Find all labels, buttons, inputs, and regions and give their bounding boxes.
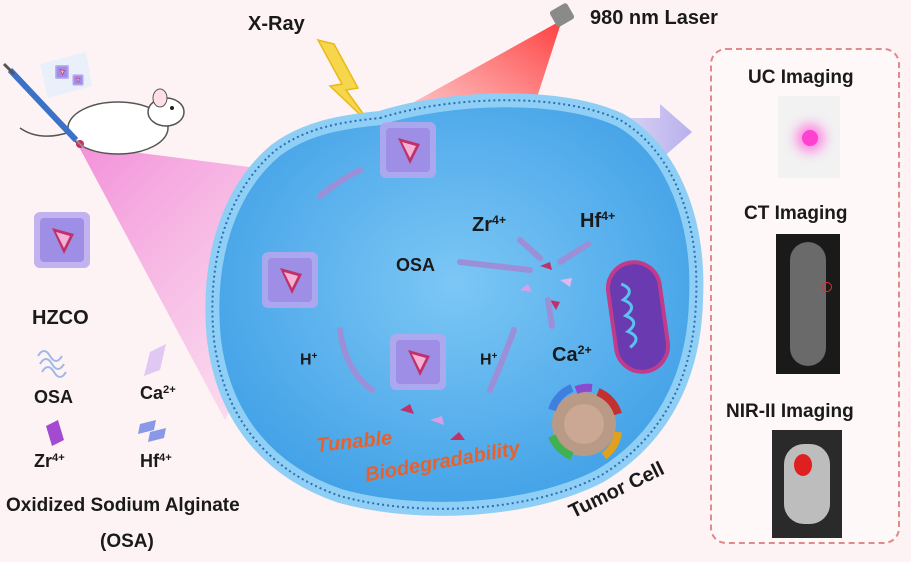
nanoparticle-legend-icon bbox=[34, 212, 90, 268]
ct-imaging-image bbox=[776, 234, 840, 374]
hzco-label: HZCO bbox=[32, 307, 89, 329]
laser-label: 980 nm Laser bbox=[590, 7, 718, 29]
ct-imaging-title: CT Imaging bbox=[744, 203, 848, 224]
cell-osa-label: OSA bbox=[396, 255, 436, 275]
degradation-debris bbox=[400, 262, 572, 440]
nanoparticle-left bbox=[262, 252, 318, 308]
nanoparticle-degrading bbox=[390, 334, 446, 390]
proton-left-label: H+ bbox=[300, 351, 318, 369]
ca-legend-icon bbox=[144, 344, 166, 376]
hf-legend-icon bbox=[138, 420, 166, 442]
zr-legend-label: Zr4+ bbox=[34, 451, 65, 471]
uc-imaging-image bbox=[778, 96, 840, 178]
proton-right-label: H+ bbox=[480, 351, 498, 369]
syringe-icon bbox=[2, 62, 85, 149]
xray-bolt-icon bbox=[316, 38, 373, 127]
process-arrows bbox=[317, 167, 591, 393]
nanoparticle-top bbox=[380, 122, 436, 178]
cell-hf-label: Hf4+ bbox=[580, 209, 616, 232]
nir-imaging-image bbox=[772, 430, 842, 538]
osa-legend-label: OSA bbox=[34, 387, 74, 407]
osa-legend-icon bbox=[37, 350, 67, 378]
organelle-ring bbox=[548, 383, 622, 460]
mouse-illustration bbox=[19, 88, 185, 155]
osa-abbreviation: (OSA) bbox=[100, 531, 154, 552]
osa-full-name: Oxidized Sodium Alginate bbox=[6, 495, 240, 516]
xray-label: X-Ray bbox=[248, 13, 305, 35]
ca-legend-label: Ca2+ bbox=[140, 383, 176, 403]
hf-legend-label: Hf4+ bbox=[140, 451, 172, 471]
cell-zr-label: Zr4+ bbox=[472, 213, 507, 236]
cell-ca-label: Ca2+ bbox=[552, 343, 592, 366]
uc-imaging-title: UC Imaging bbox=[748, 67, 854, 88]
nir-imaging-title: NIR-II Imaging bbox=[726, 401, 854, 422]
zr-legend-icon bbox=[46, 420, 64, 446]
laser-emitter-icon bbox=[549, 3, 575, 27]
mitochondrion bbox=[605, 260, 671, 374]
